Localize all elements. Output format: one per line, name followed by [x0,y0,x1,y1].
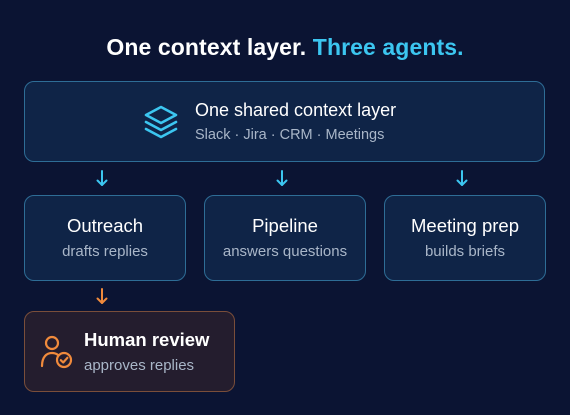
agent-description: builds briefs [424,243,506,260]
user-check-icon [40,335,73,369]
layers-stack-icon [144,105,178,139]
agent-box-meeting-prep: Meeting prep builds briefs [384,195,546,281]
agent-description: drafts replies [62,243,148,260]
context-layer-sources: Slack · Jira · CRM · Meetings [195,127,385,143]
human-review-box: Human review approves replies [24,311,235,392]
arrow-down-icon [276,170,288,186]
human-review-title: Human review [84,329,210,350]
arrow-down-icon [96,288,108,304]
agent-title: Outreach [66,215,144,236]
arrow-down-icon [96,170,108,186]
title-accent: Three agents. [312,34,464,60]
context-layer-box: One shared context layer Slack · Jira · … [24,81,545,162]
agent-description: answers questions [222,243,348,260]
agent-title: Meeting prep [411,215,519,236]
context-layer-title: One shared context layer [195,100,397,120]
title-main: One context layer. [106,34,307,60]
agent-box-pipeline: Pipeline answers questions [204,195,366,281]
human-review-description: approves replies [84,357,195,374]
agent-title: Pipeline [252,215,318,236]
agent-box-outreach: Outreach drafts replies [24,195,186,281]
diagram-title: One context layer. Three agents. [0,33,570,61]
arrow-down-icon [456,170,468,186]
